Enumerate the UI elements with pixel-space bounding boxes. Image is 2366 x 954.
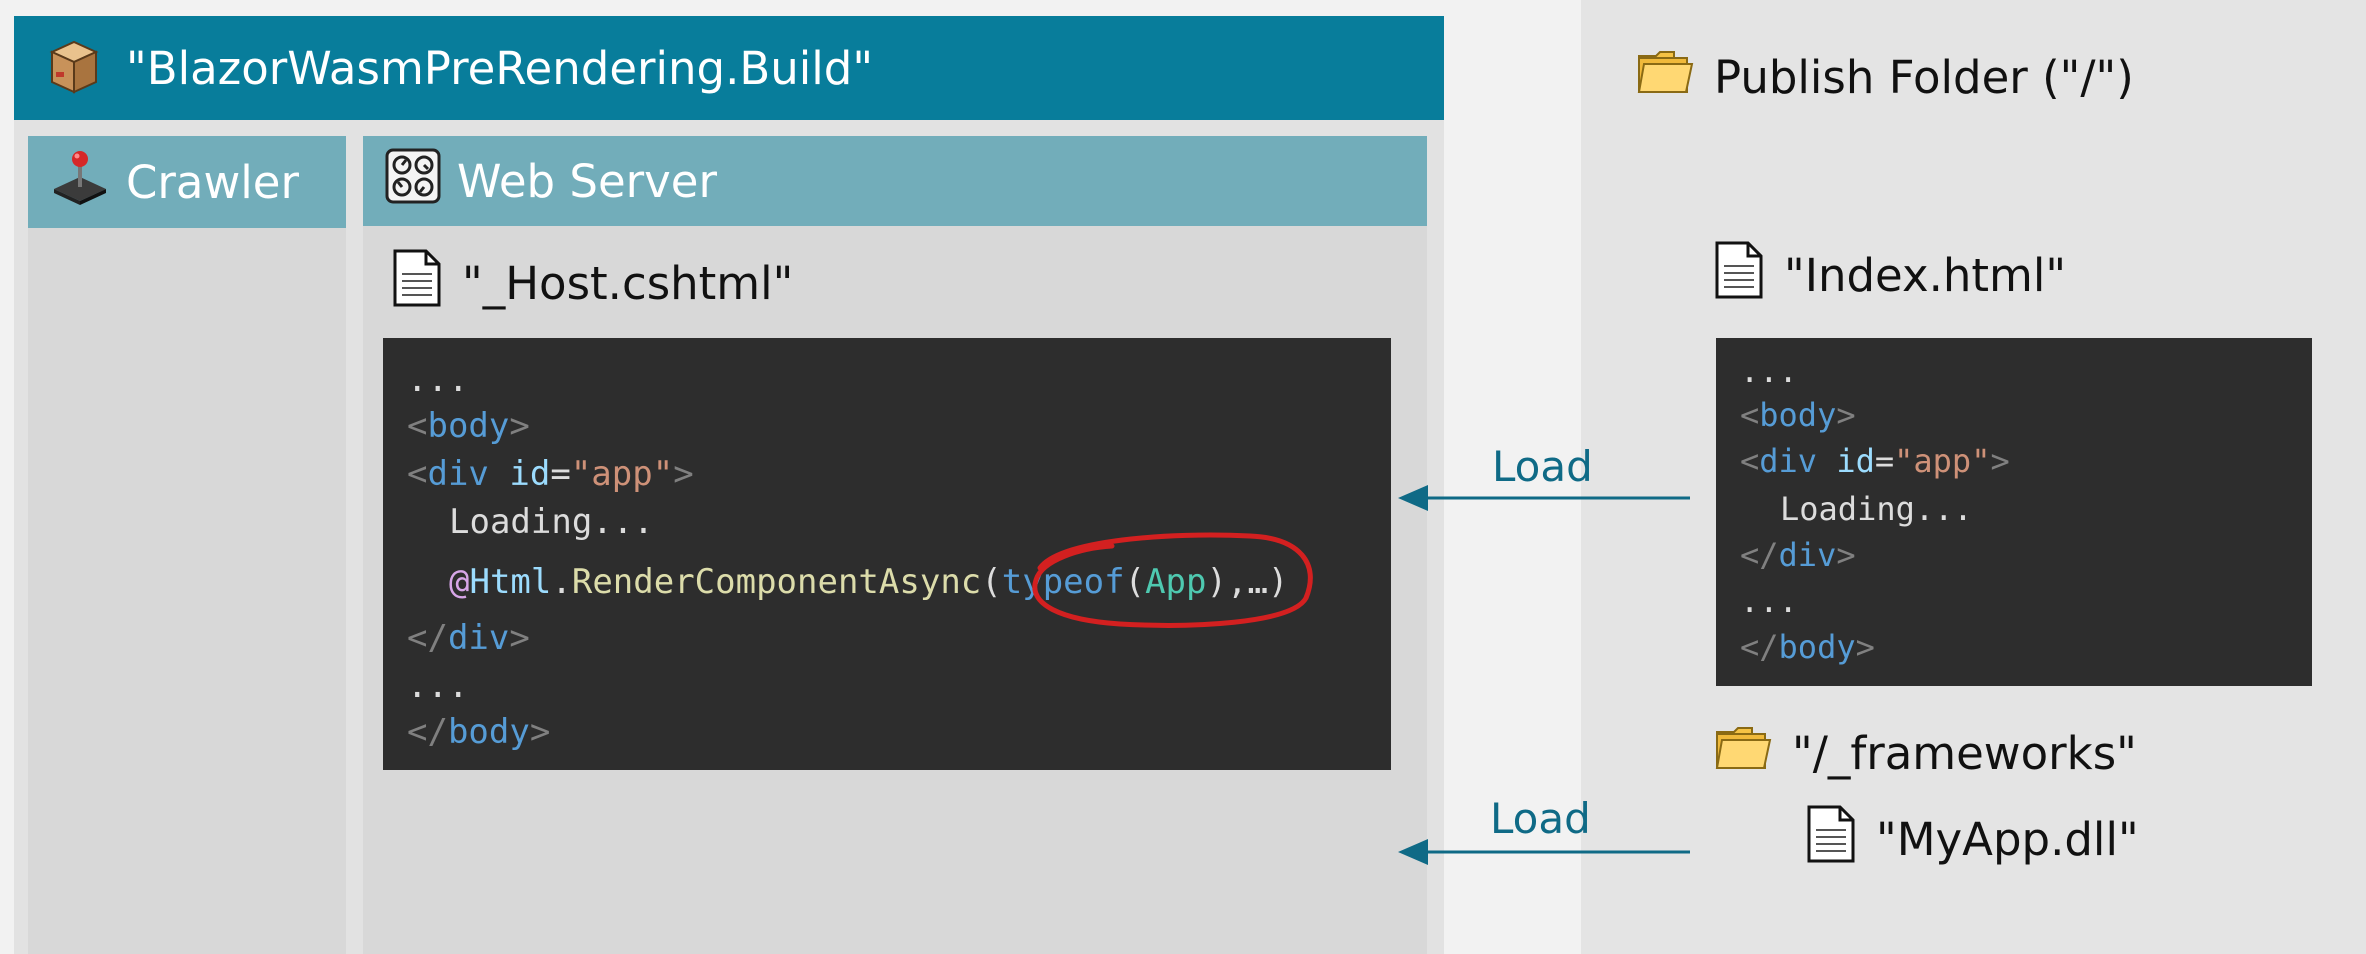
crawler-column: Crawler [28, 136, 346, 954]
document-icon [1806, 804, 1856, 875]
build-title: "BlazorWasmPreRendering.Build" [126, 41, 874, 95]
dll-file-label: "MyApp.dll" [1806, 804, 2139, 875]
build-header: "BlazorWasmPreRendering.Build" [14, 16, 1444, 120]
crawler-label: Crawler [126, 155, 299, 209]
load-label-dll: Load [1490, 794, 1591, 843]
folder-icon [1714, 724, 1772, 783]
server-icon [385, 148, 441, 215]
load-arrow-dll [1398, 839, 1690, 865]
package-icon [44, 36, 104, 101]
code-line: Loading... [449, 502, 654, 542]
publish-folder-label: Publish Folder ("/") [1636, 48, 2134, 107]
document-icon [392, 248, 442, 319]
code-line: </body> [407, 712, 551, 752]
document-icon [1714, 240, 1764, 311]
code-line: <div id="app"> [1740, 442, 2010, 480]
index-code-block: ... <body> <div id="app"> Loading... </d… [1716, 338, 2312, 686]
index-file-label: "Index.html" [1714, 240, 2066, 311]
crawler-header: Crawler [28, 136, 346, 228]
code-line: ... [1740, 582, 1798, 620]
joystick-icon [50, 147, 110, 218]
publish-folder-name: Publish Folder ("/") [1714, 51, 2134, 104]
host-code-block: ... <body> <div id="app"> Loading... @Ht… [383, 338, 1391, 770]
code-line: ... [407, 360, 469, 400]
host-file-name: "_Host.cshtml" [462, 257, 794, 310]
load-label-index: Load [1492, 442, 1593, 491]
frameworks-folder-label: "/_frameworks" [1714, 724, 2137, 783]
web-server-header: Web Server [363, 136, 1427, 226]
code-line: <div id="app"> [407, 454, 694, 494]
code-line: <body> [1740, 396, 1856, 434]
code-line: </div> [1740, 536, 1856, 574]
folder-icon [1636, 48, 1694, 107]
code-line: </div> [407, 618, 530, 658]
web-server-label: Web Server [457, 154, 717, 208]
host-file-label: "_Host.cshtml" [392, 248, 793, 319]
index-file-name: "Index.html" [1784, 249, 2067, 302]
code-line: ... [407, 666, 469, 706]
code-line: </body> [1740, 628, 1875, 666]
code-line: <body> [407, 406, 530, 446]
code-line: @Html.RenderComponentAsync(typeof(App),…… [449, 562, 1289, 602]
frameworks-folder-name: "/_frameworks" [1792, 727, 2137, 780]
code-line: Loading... [1780, 490, 1973, 528]
dll-file-name: "MyApp.dll" [1876, 813, 2139, 866]
code-line: ... [1740, 352, 1798, 390]
highlight-ellipse [1032, 532, 1313, 628]
load-arrow-index [1398, 485, 1690, 511]
